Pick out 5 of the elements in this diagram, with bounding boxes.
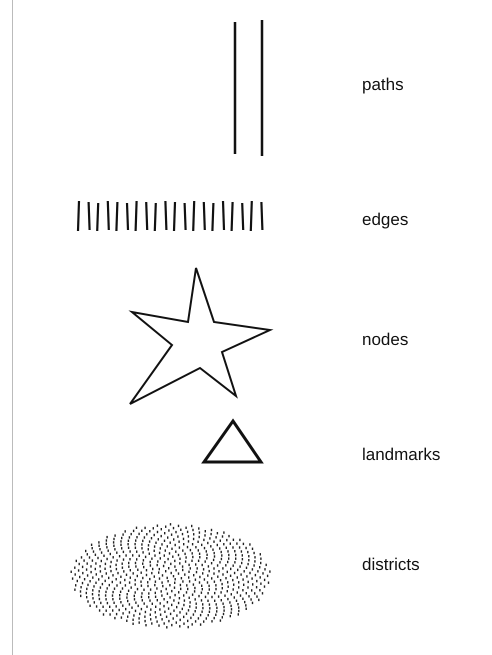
legend-label: landmarks <box>362 445 440 465</box>
legend-label: districts <box>362 555 420 575</box>
legend-label: paths <box>362 75 404 95</box>
legend-label: nodes <box>362 330 408 350</box>
legend-label: edges <box>362 210 408 230</box>
